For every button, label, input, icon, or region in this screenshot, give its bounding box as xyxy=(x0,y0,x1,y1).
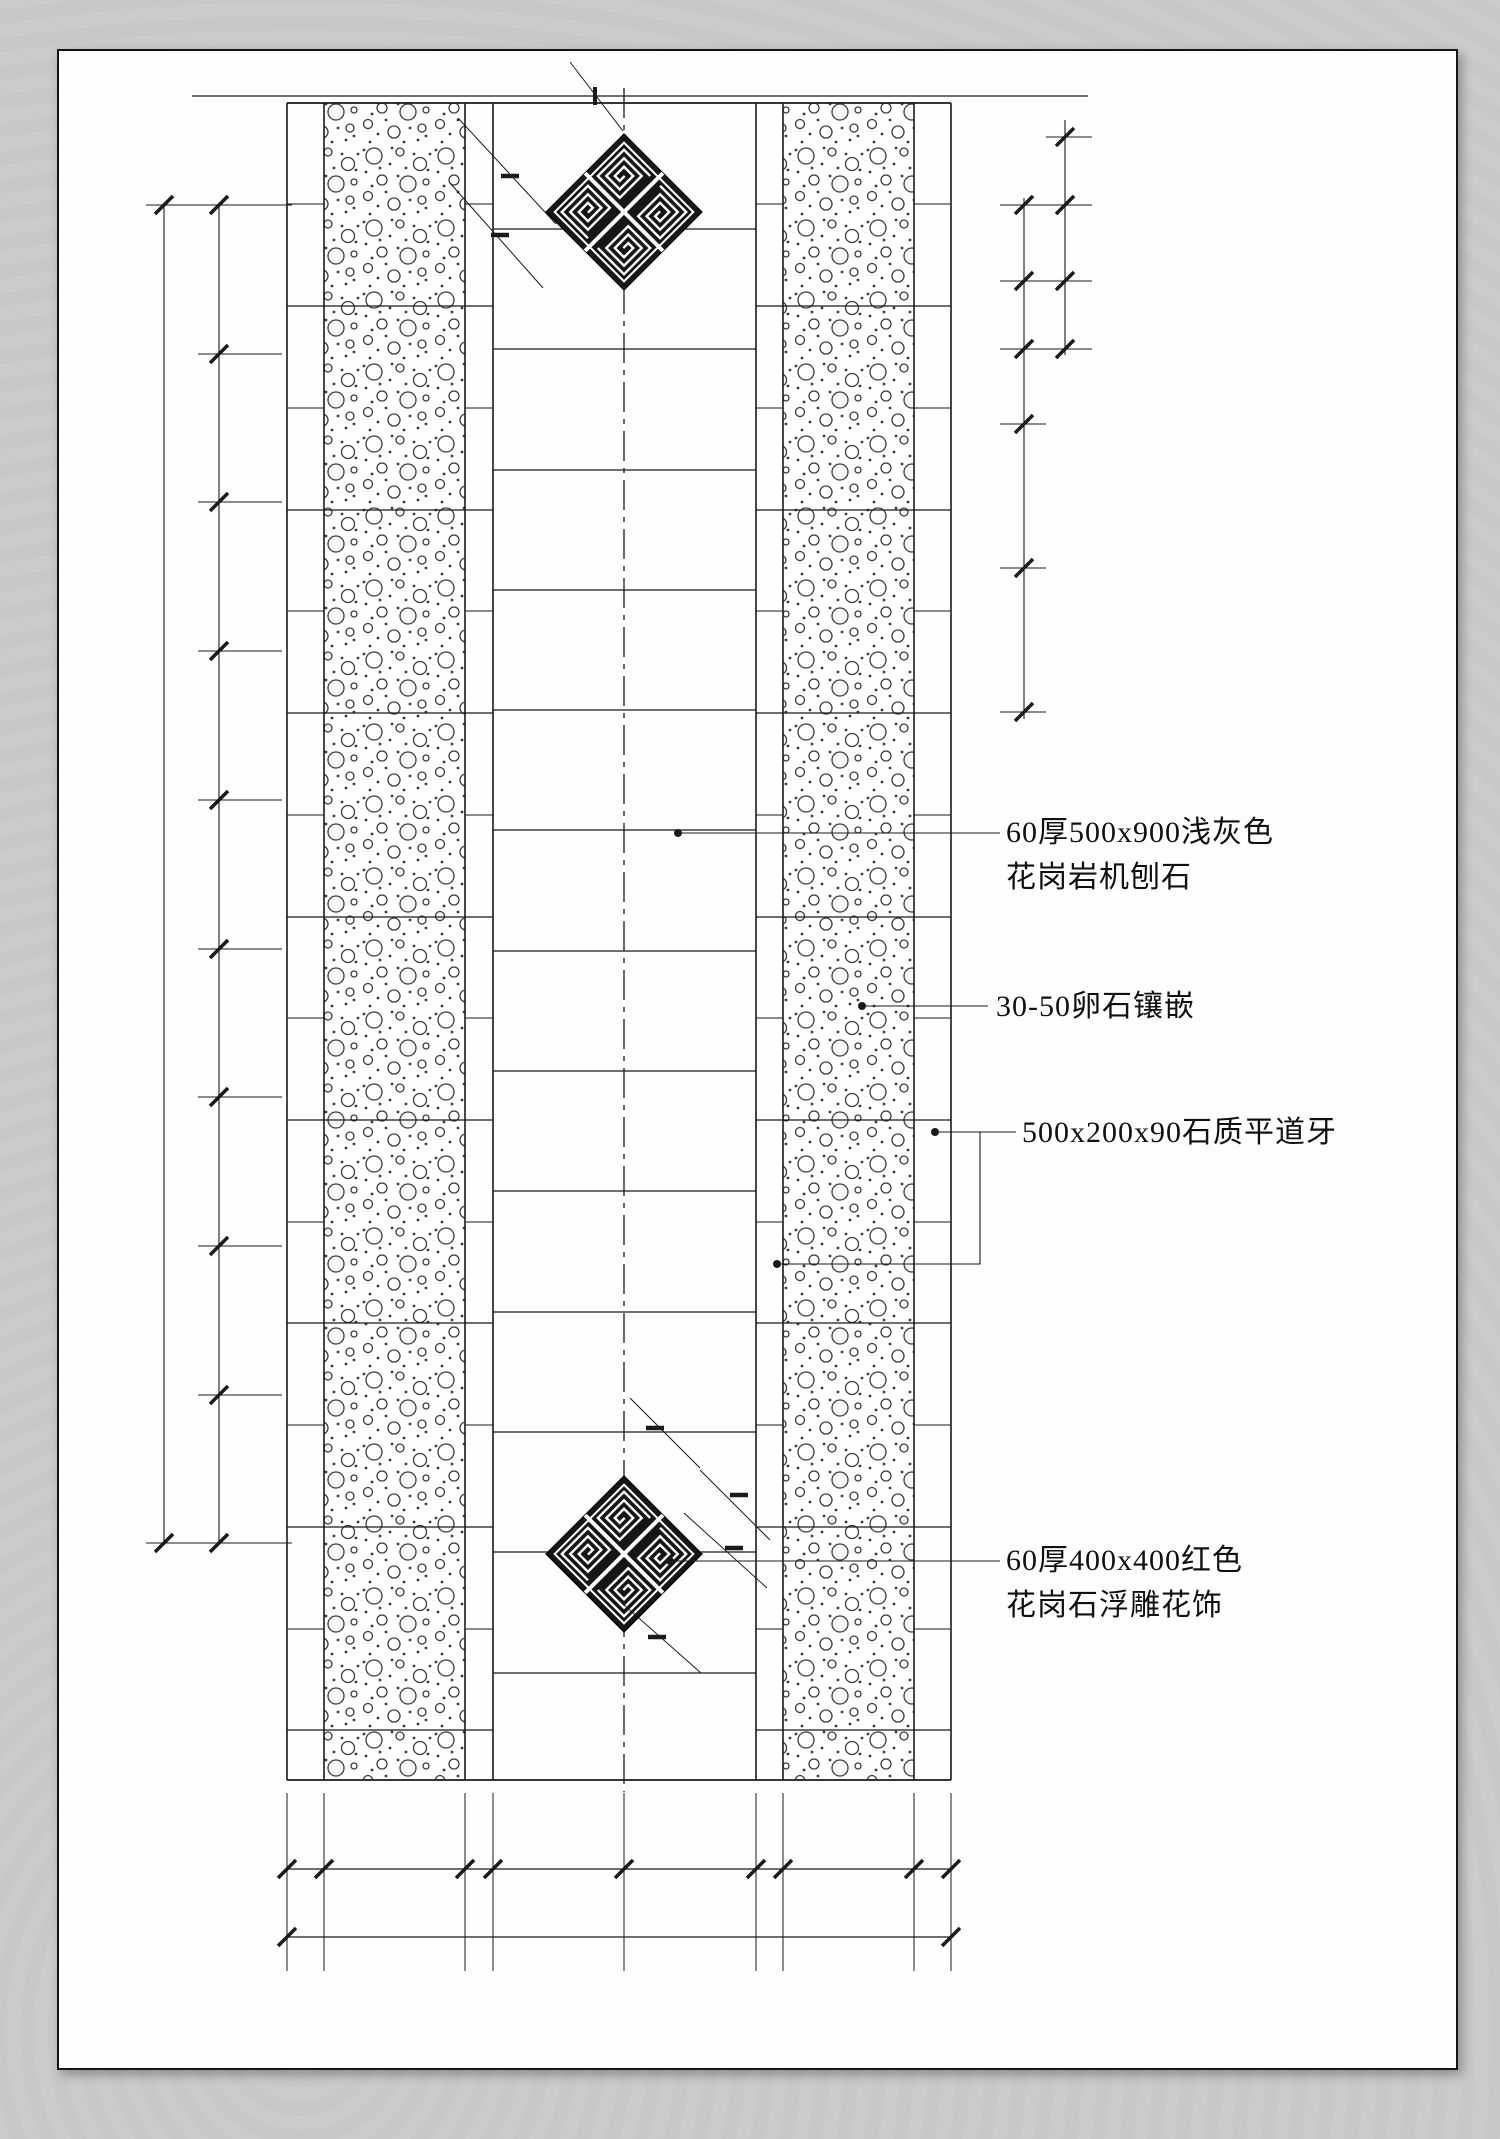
annotation-pebble-inlay: 30-50卵石镶嵌 xyxy=(996,984,1195,1029)
annotation-stone-curb-line1: 500x200x90石质平道牙 xyxy=(1022,1116,1337,1149)
dimension-chain-bottom xyxy=(276,1793,962,1971)
annotation-leaders xyxy=(670,832,1016,1562)
dimension-chain-left xyxy=(146,194,292,1554)
pebble-band-left xyxy=(324,103,465,1780)
dimension-chain-right xyxy=(1000,120,1092,723)
annotation-pebble-inlay-line1: 30-50卵石镶嵌 xyxy=(996,990,1195,1023)
dimension-ornament-bottom xyxy=(622,1397,771,1674)
annotation-granite-paver-line2: 花岗岩机刨石 xyxy=(1006,861,1192,894)
annotation-stone-curb: 500x200x90石质平道牙 xyxy=(1022,1110,1337,1155)
annotation-relief-ornament: 60厚400x400红色 花岗石浮雕花饰 xyxy=(1006,1538,1243,1628)
pebble-band-right xyxy=(783,103,914,1780)
annotation-granite-paver-line1: 60厚500x900浅灰色 xyxy=(1006,816,1274,849)
annotation-relief-ornament-line2: 花岗石浮雕花饰 xyxy=(1006,1589,1223,1622)
dimension-top xyxy=(192,61,1088,289)
curb-and-band-edges xyxy=(286,103,952,1780)
annotation-granite-paver: 60厚500x900浅灰色 花岗岩机刨石 xyxy=(1006,810,1274,900)
diamond-ornament-bottom xyxy=(544,1474,704,1634)
annotation-relief-ornament-line1: 60厚400x400红色 xyxy=(1006,1544,1243,1577)
drawing-sheet xyxy=(57,49,1458,2070)
curb-joints xyxy=(287,203,951,1630)
diamond-ornament-top xyxy=(544,132,704,292)
annotation-leader-dots xyxy=(666,829,939,1565)
pavement-outline xyxy=(287,102,951,1781)
band-segment-joints xyxy=(287,305,951,1731)
